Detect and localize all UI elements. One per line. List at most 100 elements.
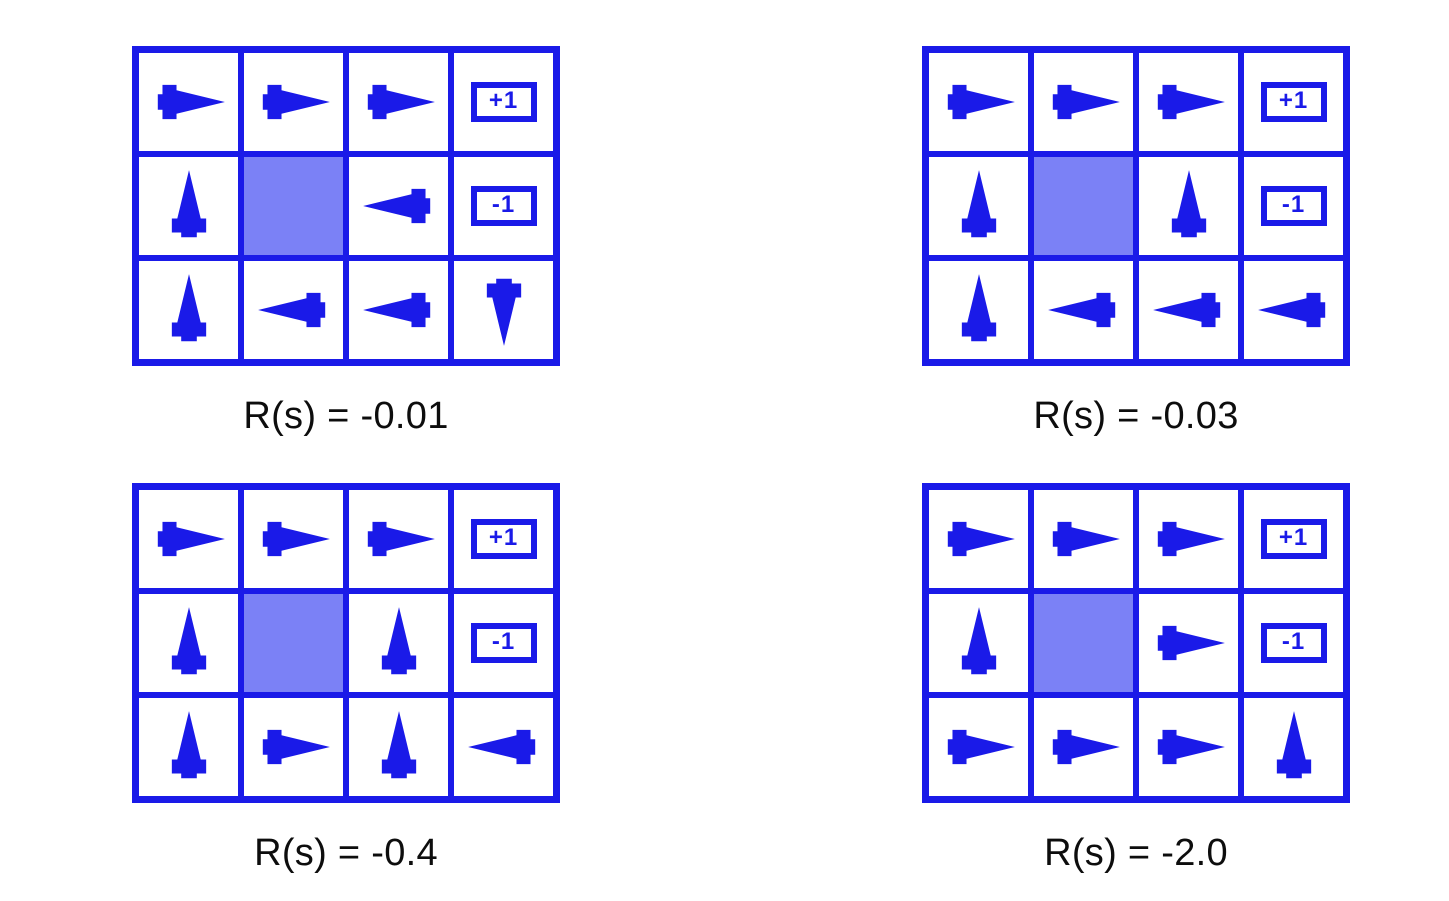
grid-cell-wall[interactable] <box>1034 157 1133 255</box>
arrow-up-icon <box>171 607 206 675</box>
grid-cell-policy-right[interactable] <box>244 490 343 588</box>
grid-cell-policy-right[interactable] <box>349 53 448 151</box>
grid-cell-policy-up[interactable] <box>139 157 238 255</box>
grid-cell-policy-left[interactable] <box>454 698 553 796</box>
panel-caption: R(s) = -0.01 <box>243 395 449 437</box>
arrow-up-icon <box>171 711 206 779</box>
grid-cell-wall[interactable] <box>1034 594 1133 692</box>
arrow-right-icon <box>157 84 225 120</box>
grid-cell-policy-right[interactable] <box>929 698 1028 796</box>
grid-cell-terminal[interactable]: +1 <box>1244 490 1343 588</box>
arrow-up-icon <box>171 170 206 238</box>
grid-cell-policy-up[interactable] <box>929 261 1028 359</box>
grid-cell-policy-up[interactable] <box>1139 157 1238 255</box>
arrow-right-icon <box>947 84 1015 120</box>
arrow-left-icon <box>467 729 535 765</box>
arrow-right-icon <box>1052 521 1120 557</box>
arrow-left-icon <box>362 292 430 328</box>
policy-grid: +1 -1 <box>922 483 1350 803</box>
grid-cell-wall[interactable] <box>244 157 343 255</box>
grid-cell-policy-up[interactable] <box>929 157 1028 255</box>
grid-cell-terminal[interactable]: -1 <box>1244 157 1343 255</box>
arrow-up-icon <box>1276 711 1311 779</box>
grid-cell-policy-right[interactable] <box>139 490 238 588</box>
grid-cell-policy-left[interactable] <box>349 157 448 255</box>
grid-cell-policy-up[interactable] <box>139 698 238 796</box>
panel-caption: R(s) = -0.03 <box>1033 395 1239 437</box>
grid-cell-policy-right[interactable] <box>1139 53 1238 151</box>
arrow-down-icon <box>486 278 521 346</box>
arrow-right-icon <box>1157 84 1225 120</box>
grid-cell-terminal[interactable]: +1 <box>1244 53 1343 151</box>
grid-cell-policy-right[interactable] <box>929 53 1028 151</box>
arrow-up-icon <box>961 170 996 238</box>
terminal-reward-badge: +1 <box>1260 82 1327 122</box>
terminal-reward-badge: -1 <box>1260 623 1327 663</box>
arrow-right-icon <box>1157 729 1225 765</box>
arrow-right-icon <box>947 729 1015 765</box>
grid-cell-terminal[interactable]: -1 <box>454 157 553 255</box>
arrow-right-icon <box>1157 521 1225 557</box>
arrow-up-icon <box>381 711 416 779</box>
grid-cell-policy-right[interactable] <box>929 490 1028 588</box>
grid-cell-terminal[interactable]: +1 <box>454 53 553 151</box>
arrow-right-icon <box>1052 729 1120 765</box>
panel-caption: R(s) = -2.0 <box>1044 832 1228 874</box>
grid-cell-policy-left[interactable] <box>1244 261 1343 359</box>
grid-cell-policy-right[interactable] <box>1034 698 1133 796</box>
grid-cell-policy-down[interactable] <box>454 261 553 359</box>
policy-grid: +1 -1 <box>132 46 560 366</box>
grid-cell-policy-up[interactable] <box>139 261 238 359</box>
arrow-right-icon <box>947 521 1015 557</box>
grid-cell-policy-left[interactable] <box>244 261 343 359</box>
grid-cell-policy-right[interactable] <box>1139 698 1238 796</box>
arrow-up-icon <box>1171 170 1206 238</box>
arrow-left-icon <box>257 292 325 328</box>
arrow-left-icon <box>1257 292 1325 328</box>
arrow-right-icon <box>157 521 225 557</box>
grid-cell-policy-right[interactable] <box>244 698 343 796</box>
panel-caption: R(s) = -0.4 <box>254 832 438 874</box>
arrow-right-icon <box>262 729 330 765</box>
grid-cell-policy-up[interactable] <box>1244 698 1343 796</box>
grid-cell-policy-up[interactable] <box>139 594 238 692</box>
grid-cell-policy-up[interactable] <box>349 698 448 796</box>
policy-grid: +1 -1 <box>922 46 1350 366</box>
grid-cell-policy-right[interactable] <box>1034 490 1133 588</box>
arrow-left-icon <box>1047 292 1115 328</box>
grid-cell-policy-right[interactable] <box>139 53 238 151</box>
grid-cell-policy-up[interactable] <box>349 594 448 692</box>
terminal-reward-badge: +1 <box>470 519 537 559</box>
grid-cell-policy-right[interactable] <box>1034 53 1133 151</box>
grid-cell-policy-up[interactable] <box>929 594 1028 692</box>
grid-cell-policy-right[interactable] <box>1139 594 1238 692</box>
policy-grid: +1 -1 <box>132 483 560 803</box>
grid-cell-policy-left[interactable] <box>1139 261 1238 359</box>
arrow-up-icon <box>381 607 416 675</box>
grid-cell-terminal[interactable]: -1 <box>1244 594 1343 692</box>
arrow-right-icon <box>367 521 435 557</box>
terminal-reward-badge: -1 <box>470 186 537 226</box>
grid-cell-terminal[interactable]: -1 <box>454 594 553 692</box>
arrow-up-icon <box>171 274 206 342</box>
grid-cell-policy-right[interactable] <box>1139 490 1238 588</box>
arrow-up-icon <box>961 274 996 342</box>
arrow-right-icon <box>262 84 330 120</box>
grid-cell-wall[interactable] <box>244 594 343 692</box>
grid-cell-policy-left[interactable] <box>1034 261 1133 359</box>
grid-cell-policy-right[interactable] <box>244 53 343 151</box>
terminal-reward-badge: +1 <box>470 82 537 122</box>
terminal-reward-badge: -1 <box>1260 186 1327 226</box>
arrow-left-icon <box>1152 292 1220 328</box>
grid-cell-terminal[interactable]: +1 <box>454 490 553 588</box>
grid-cell-policy-right[interactable] <box>349 490 448 588</box>
grid-cell-policy-left[interactable] <box>349 261 448 359</box>
terminal-reward-badge: -1 <box>470 623 537 663</box>
arrow-right-icon <box>1157 625 1225 661</box>
arrow-right-icon <box>367 84 435 120</box>
